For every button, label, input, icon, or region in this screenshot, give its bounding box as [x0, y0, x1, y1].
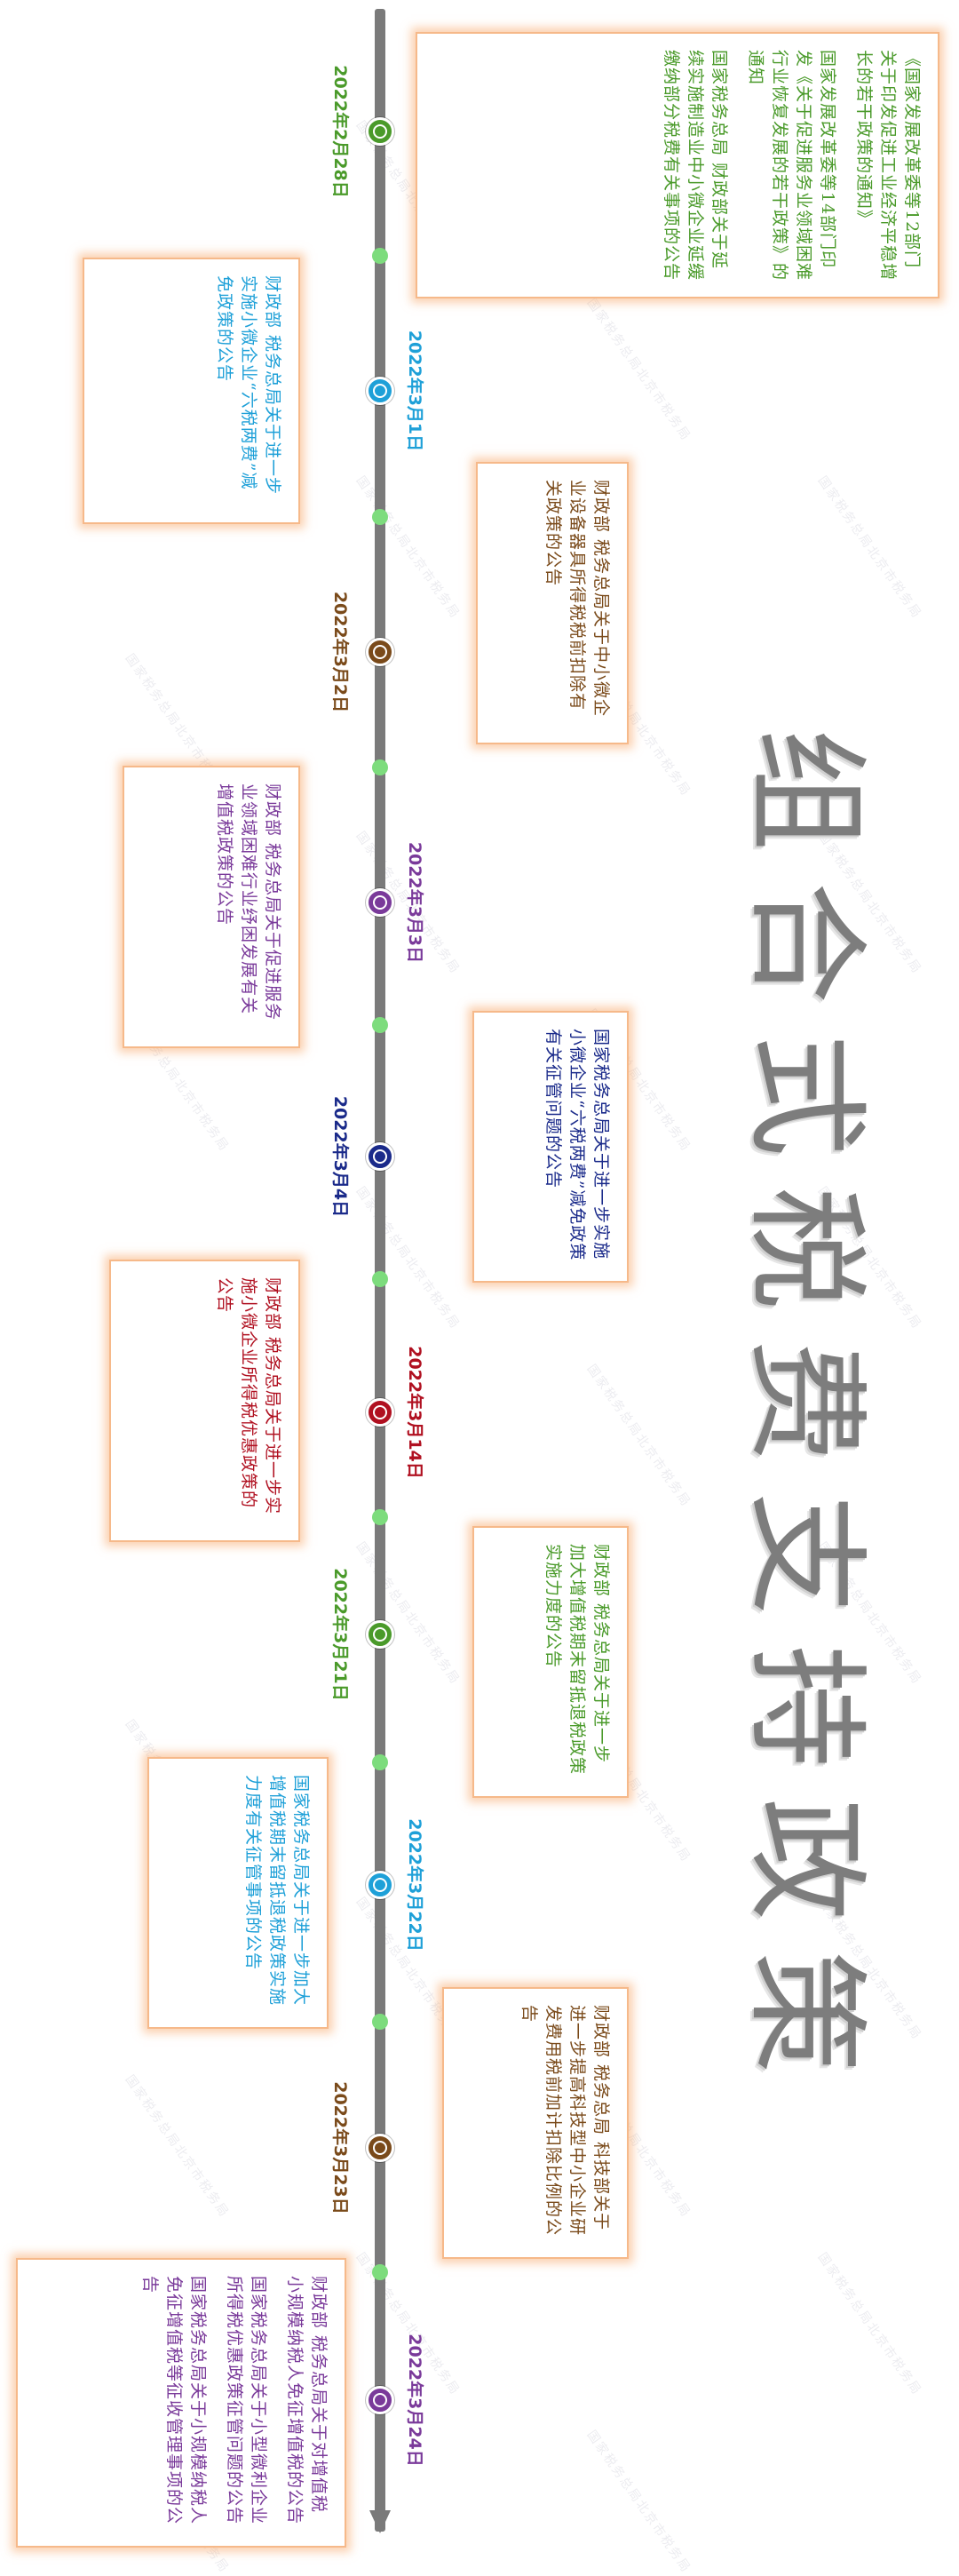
policy-item: 财政部 税务总局关于进一步加大增值税期末留抵退税政策实施力度的公告 — [543, 1544, 611, 1776]
policy-card: 财政部 税务总局关于对增值税小规模纳税人免征增值税的公告国家税务总局关于小型微利… — [16, 2258, 346, 2548]
policy-item: 国家税务总局关于进一步实施小微企业“六税两费”减免政策有关征管问题的公告 — [543, 1029, 611, 1261]
timeline-date: 2022年3月3日 — [405, 841, 424, 964]
policy-item: 国家税务总局关于小型微利企业所得税优惠政策征管问题的公告 — [225, 2276, 268, 2525]
timeline-node — [366, 1871, 394, 1899]
minor-marker — [372, 759, 388, 775]
policy-item: 财政部 税务总局关于进一步实施小微企业所得税优惠政策的公告 — [215, 1277, 282, 1515]
timeline-date: 2022年3月22日 — [405, 1818, 424, 1952]
policy-card: 国家税务总局关于进一步加大增值税期末留抵退税政策实施力度有关征管事项的公告 — [147, 1757, 329, 2029]
minor-marker — [372, 1017, 388, 1033]
watermark-text: 国家税务总局北京市税务局 — [353, 473, 464, 622]
timeline-node — [366, 2386, 394, 2414]
timeline-node — [366, 2134, 394, 2162]
minor-marker — [372, 2264, 388, 2280]
policy-card: 财政部 税务总局关于促进服务业领域困难行业纾困发展有关增值税政策的公告 — [123, 766, 300, 1048]
policy-item: 财政部 税务总局 科技部关于进一步提高科技型中小企业研发费用税前加计扣除比例的公… — [519, 2005, 611, 2237]
watermark-text: 国家税务总局北京市税务局 — [815, 2249, 925, 2398]
watermark-text: 国家税务总局北京市税务局 — [353, 1183, 464, 1332]
timeline-node — [366, 117, 394, 146]
timeline-node — [366, 888, 394, 917]
policy-card: 国家税务总局关于进一步实施小微企业“六税两费”减免政策有关征管问题的公告 — [472, 1011, 629, 1283]
watermark-text: 国家税务总局北京市税务局 — [584, 295, 694, 444]
timeline-date: 2022年3月21日 — [330, 1568, 350, 1701]
policy-item: 国家税务总局 财政部关于延续实施制造业中小微企业延缓缴纳部分税费有关事项的公告 — [662, 50, 729, 282]
timeline-date: 2022年3月24日 — [405, 2334, 424, 2467]
timeline-arrow — [369, 2510, 391, 2533]
policy-item: 财政部 税务总局关于促进服务业领域困难行业纾困发展有关增值税政策的公告 — [215, 783, 282, 1022]
watermark-text: 国家税务总局北京市税务局 — [815, 473, 925, 622]
watermark-text: 国家税务总局北京市税务局 — [123, 2071, 233, 2221]
watermark-text: 国家税务总局北京市税务局 — [584, 2427, 694, 2576]
policy-card: 财政部 税务总局关于进一步实施小微企业“六税两费”减免政策的公告 — [83, 258, 300, 524]
timeline-date: 2022年3月4日 — [330, 1095, 350, 1218]
minor-marker — [372, 248, 388, 264]
policy-item: 财政部 税务总局关于进一步实施小微企业“六税两费”减免政策的公告 — [215, 275, 282, 496]
policy-item: 国家税务总局关于小规模纳税人免征增值税等征收管理事项的公告 — [140, 2276, 208, 2525]
policy-card: 财政部 税务总局 科技部关于进一步提高科技型中小企业研发费用税前加计扣除比例的公… — [442, 1987, 629, 2259]
timeline-node — [366, 377, 394, 405]
timeline-node — [366, 1398, 394, 1427]
minor-marker — [372, 1754, 388, 1770]
timeline-date: 2022年3月1日 — [405, 330, 424, 452]
minor-marker — [372, 2014, 388, 2030]
timeline-date: 2022年2月28日 — [330, 65, 350, 198]
policy-item: 《国家发展改革委等12部门关于印发促进工业经济平稳增长的若干政策的通知》 — [854, 50, 922, 282]
timeline-date: 2022年3月2日 — [330, 591, 350, 713]
timeline-node — [366, 1620, 394, 1649]
watermark-text: 国家税务总局北京市税务局 — [353, 1538, 464, 1688]
timeline-node — [366, 638, 394, 666]
policy-card: 财政部 税务总局关于进一步实施小微企业所得税优惠政策的公告 — [109, 1260, 300, 1542]
policy-card: 财政部 税务总局关于中小微企业设备器具所得税税前扣除有关政策的公告 — [476, 462, 629, 744]
timeline-date: 2022年3月23日 — [330, 2081, 350, 2214]
minor-marker — [372, 1271, 388, 1287]
page-title: 组合式税费支持政策 — [734, 728, 877, 2104]
policy-item: 财政部 税务总局关于中小微企业设备器具所得税税前扣除有关政策的公告 — [543, 480, 611, 718]
timeline-date: 2022年3月14日 — [405, 1346, 424, 1479]
policy-item: 国家税务总局关于进一步加大增值税期末留抵退税政策实施力度有关征管事项的公告 — [243, 1775, 311, 2007]
minor-marker — [372, 1509, 388, 1525]
policy-card: 《国家发展改革委等12部门关于印发促进工业经济平稳增长的若干政策的通知》国家发展… — [416, 32, 939, 298]
policy-item: 财政部 税务总局关于对增值税小规模纳税人免征增值税的公告 — [285, 2276, 329, 2525]
timeline-node — [366, 1142, 394, 1171]
watermark-text: 国家税务总局北京市税务局 — [584, 1361, 694, 1510]
policy-item: 国家发展改革委等14部门印发《关于促进服务业领域困难行业恢复发展的若干政策》的通… — [746, 50, 837, 282]
minor-marker — [372, 509, 388, 525]
policy-card: 财政部 税务总局关于进一步加大增值税期末留抵退税政策实施力度的公告 — [472, 1526, 629, 1798]
